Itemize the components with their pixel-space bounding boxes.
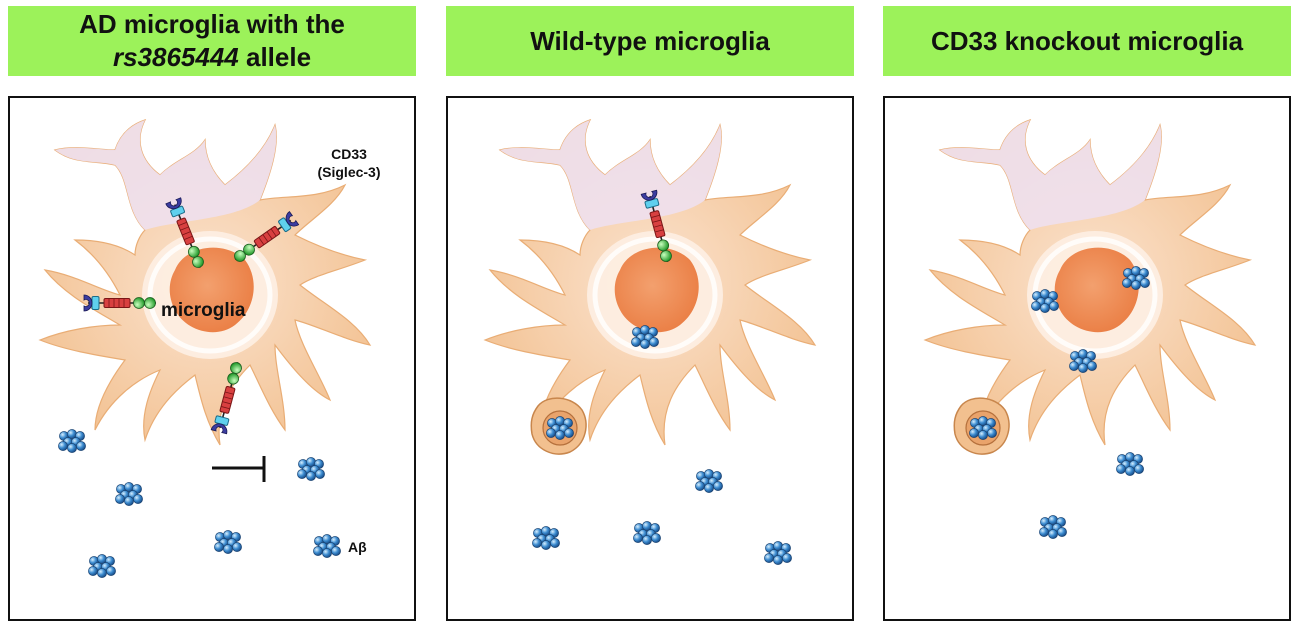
allele-name: rs3865444 <box>112 42 239 72</box>
amyloid-cluster <box>532 526 560 550</box>
amyloid-cluster <box>88 554 116 578</box>
cd33-label: CD33 <box>331 146 367 162</box>
amyloid-cluster <box>313 534 341 558</box>
wildtype-microglia-cell <box>485 120 815 445</box>
panel-title-ad-line1: AD microglia with the <box>79 9 345 39</box>
panel-title-wildtype: Wild-type microglia <box>446 6 854 76</box>
amyloid-cluster <box>633 521 661 545</box>
siglec3-label: (Siglec-3) <box>317 164 380 180</box>
panel-title-knockout: CD33 knockout microglia <box>883 6 1291 76</box>
amyloid-cluster <box>58 429 86 453</box>
knockout-microglia-cell <box>925 120 1255 445</box>
allele-word: allele <box>238 42 312 72</box>
microglia-label: microglia <box>161 300 246 321</box>
inhibition-symbol <box>212 456 266 482</box>
panel-title-ad-line2: rs3865444 allele <box>113 41 311 74</box>
amyloid-cluster <box>214 530 242 554</box>
amyloid-cluster <box>1116 452 1144 476</box>
amyloid-beta-label: Aβ <box>348 539 367 555</box>
amyloid-cluster <box>695 469 723 493</box>
amyloid-cluster <box>1039 515 1067 539</box>
panel-title-ad: AD microglia with the rs3865444 allele <box>8 6 416 76</box>
amyloid-cluster <box>115 482 143 506</box>
amyloid-cluster <box>764 541 792 565</box>
amyloid-cluster <box>297 457 325 481</box>
